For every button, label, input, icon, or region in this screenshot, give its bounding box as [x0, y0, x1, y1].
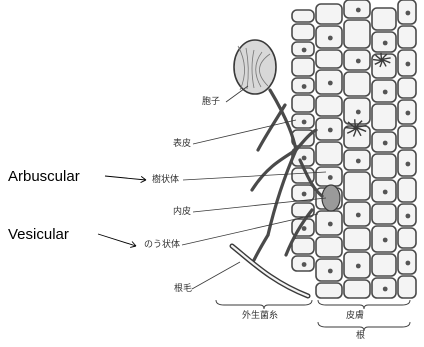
root-cell: [344, 228, 370, 250]
root-cell: [292, 24, 314, 40]
root-cells: [292, 0, 416, 298]
root-cell: [398, 228, 416, 248]
leader-line: [193, 120, 296, 144]
english-arrow: [105, 176, 146, 180]
root-cell: [344, 72, 370, 96]
cell-nucleus: [383, 141, 388, 146]
root-cell: [398, 126, 416, 148]
root-cell: [292, 238, 314, 254]
label-arbuscule: 樹状体: [152, 176, 179, 185]
leader-line: [226, 86, 248, 102]
cell-nucleus: [302, 226, 307, 231]
cell-nucleus: [383, 287, 388, 292]
cell-nucleus: [302, 48, 307, 53]
label-vesicle: のう状体: [144, 241, 180, 250]
cell-nucleus: [406, 162, 411, 167]
cell-nucleus: [302, 262, 307, 267]
root-cell: [316, 50, 342, 68]
root-cell: [398, 26, 416, 48]
label-external-hyphae: 外生菌糸: [242, 312, 278, 321]
root-cell: [372, 8, 396, 30]
label-arbuscular: Arbuscular: [8, 169, 80, 184]
root-cell: [316, 4, 342, 24]
label-cortex: 皮膚: [346, 312, 364, 321]
root-cell: [372, 254, 396, 276]
root-cell: [398, 178, 416, 202]
cell-nucleus: [302, 84, 307, 89]
root-cell: [292, 95, 314, 112]
cell-nucleus: [328, 222, 333, 227]
cell-nucleus: [356, 59, 361, 64]
leader-line: [192, 262, 240, 289]
cell-nucleus: [302, 120, 307, 125]
cell-nucleus: [406, 214, 411, 219]
label-endodermis: 内皮: [173, 208, 191, 217]
cell-nucleus: [406, 11, 411, 16]
root-cell: [372, 154, 396, 178]
region-bracket: [318, 322, 410, 331]
region-bracket: [318, 300, 410, 309]
cell-nucleus: [328, 36, 333, 41]
root-cell: [316, 237, 342, 257]
spore: [234, 40, 276, 94]
root-cell: [316, 283, 342, 298]
cell-nucleus: [356, 159, 361, 164]
cell-nucleus: [383, 238, 388, 243]
label-vesicular: Vesicular: [8, 227, 69, 242]
label-root: 根: [356, 332, 365, 341]
cell-nucleus: [356, 213, 361, 218]
root-cell: [372, 204, 396, 224]
cell-nucleus: [302, 156, 307, 161]
label-spore: 胞子: [202, 98, 220, 107]
root-cell: [398, 78, 416, 98]
root-cell: [398, 276, 416, 298]
english-arrow: [98, 234, 136, 246]
region-bracket: [216, 300, 312, 309]
cell-nucleus: [328, 175, 333, 180]
label-root-hair: 根毛: [174, 285, 192, 294]
cell-nucleus: [383, 41, 388, 46]
cell-nucleus: [328, 269, 333, 274]
root-cell: [292, 10, 314, 22]
root-cell: [316, 96, 342, 116]
cell-nucleus: [406, 261, 411, 266]
root-cell: [372, 104, 396, 130]
cell-nucleus: [328, 128, 333, 133]
cell-nucleus: [383, 190, 388, 195]
root-cell: [344, 20, 370, 48]
cell-nucleus: [356, 8, 361, 13]
cell-nucleus: [406, 62, 411, 67]
root-cell: [316, 142, 342, 165]
cell-nucleus: [356, 110, 361, 115]
root-cell: [344, 172, 370, 200]
cell-nucleus: [328, 81, 333, 86]
cell-nucleus: [356, 264, 361, 269]
cell-nucleus: [383, 90, 388, 95]
hypha: [254, 235, 268, 260]
root-cell: [344, 280, 370, 298]
cell-nucleus: [406, 111, 411, 116]
label-epidermis: 表皮: [173, 140, 191, 149]
root-cell: [292, 58, 314, 76]
cell-nucleus: [302, 192, 307, 197]
